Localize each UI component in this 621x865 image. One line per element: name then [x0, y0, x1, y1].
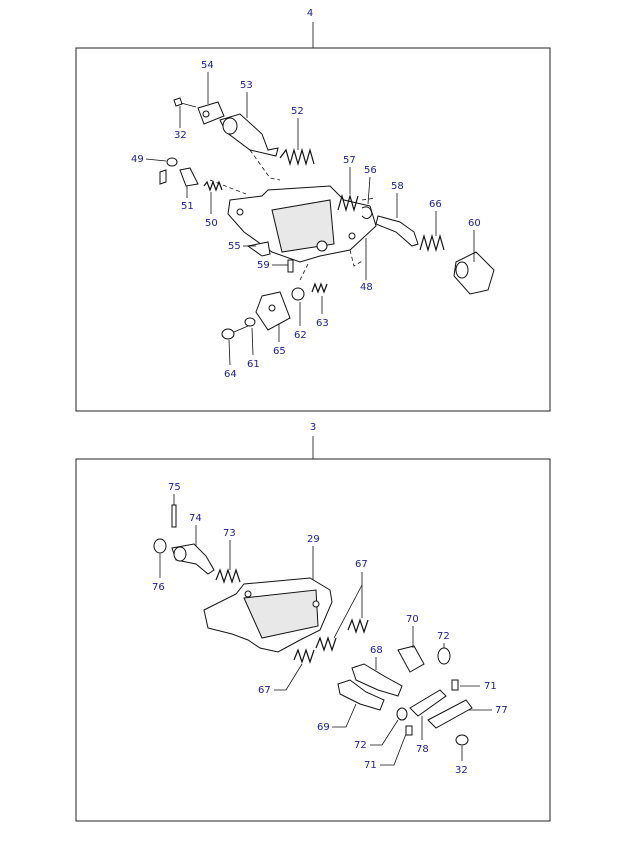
callout-73[interactable]: 73: [223, 528, 236, 539]
callout-59[interactable]: 59: [257, 260, 270, 271]
group-frame-lower: [75, 458, 551, 822]
callout-53[interactable]: 53: [240, 80, 253, 91]
callout-57[interactable]: 57: [343, 155, 356, 166]
callout-49[interactable]: 49: [131, 154, 144, 165]
callout-58[interactable]: 58: [391, 181, 404, 192]
callout-51[interactable]: 51: [181, 201, 194, 212]
callout-77[interactable]: 77: [495, 705, 508, 716]
callout-32[interactable]: 32: [174, 130, 187, 141]
callout-72-upper[interactable]: 72: [437, 631, 450, 642]
callout-76[interactable]: 76: [152, 582, 165, 593]
group-frame-upper: [75, 47, 551, 412]
upper-callouts: 54 53 32 52 49 57 56 58 51 50 66 60 55 5…: [131, 60, 481, 380]
callout-32-lower[interactable]: 32: [455, 765, 468, 776]
callout-71-upper[interactable]: 71: [484, 681, 497, 692]
callout-66[interactable]: 66: [429, 199, 442, 210]
callout-52[interactable]: 52: [291, 106, 304, 117]
callout-65[interactable]: 65: [273, 346, 286, 357]
callout-60[interactable]: 60: [468, 218, 481, 229]
callout-64[interactable]: 64: [224, 369, 237, 380]
callout-55[interactable]: 55: [228, 241, 241, 252]
callout-61[interactable]: 61: [247, 359, 260, 370]
callout-48[interactable]: 48: [360, 282, 373, 293]
callout-78[interactable]: 78: [416, 744, 429, 755]
callout-56[interactable]: 56: [364, 165, 377, 176]
callout-70[interactable]: 70: [406, 614, 419, 625]
callout-63[interactable]: 63: [316, 318, 329, 329]
callout-72-lower[interactable]: 72: [354, 740, 367, 751]
callout-67-lower[interactable]: 67: [258, 685, 271, 696]
upper-assembly-drawing: [159, 97, 495, 340]
callout-29[interactable]: 29: [307, 534, 320, 545]
callout-74[interactable]: 74: [189, 513, 202, 524]
callout-67-upper[interactable]: 67: [355, 559, 368, 570]
callout-62[interactable]: 62: [294, 330, 307, 341]
lower-callouts: 75 74 73 76 29 67 70 72 68 71 67 69 72 7…: [152, 482, 508, 776]
callout-54[interactable]: 54: [201, 60, 214, 71]
callout-50[interactable]: 50: [205, 218, 218, 229]
group-number-lower: 3: [310, 422, 316, 433]
group-number-upper: 4: [307, 8, 313, 19]
callout-69[interactable]: 69: [317, 722, 330, 733]
callout-71-lower[interactable]: 71: [364, 760, 377, 771]
callout-75[interactable]: 75: [168, 482, 181, 493]
callout-68[interactable]: 68: [370, 645, 383, 656]
